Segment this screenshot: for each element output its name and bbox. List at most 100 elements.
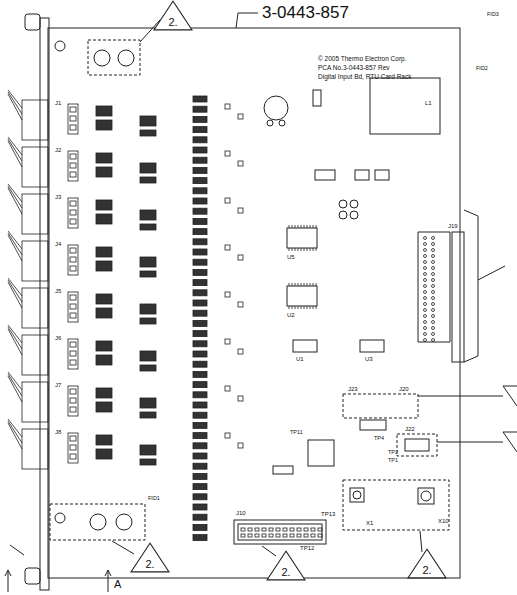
pin	[424, 267, 427, 270]
ic-pin	[289, 306, 290, 309]
smd-part	[238, 161, 243, 166]
ic-pin	[316, 225, 317, 228]
ic-pin	[304, 283, 305, 286]
reference-designator: FID1	[148, 496, 160, 502]
resistor	[193, 249, 207, 255]
switch-button	[421, 491, 431, 501]
smd-part	[225, 386, 230, 391]
reference-designator: J8	[55, 429, 61, 435]
terminal-connector	[22, 382, 48, 422]
callout-number: 2.	[266, 550, 306, 578]
ic-pin	[298, 283, 299, 286]
ic-pin	[316, 283, 317, 286]
silkscreen-text: © 2005 Thermo Electron Corp.	[318, 56, 407, 63]
reference-designator: J10	[236, 510, 246, 516]
ic-u5	[287, 228, 317, 248]
header-pin	[276, 534, 280, 537]
ic-pin	[313, 225, 314, 228]
smd-part	[238, 255, 243, 260]
reference-designator: U1	[296, 356, 304, 362]
component	[140, 318, 156, 324]
ic-pin	[316, 248, 317, 251]
component	[140, 304, 156, 314]
dashed-area	[343, 480, 449, 530]
smd-part	[225, 433, 230, 438]
dsub-shell	[464, 210, 478, 362]
component	[140, 271, 156, 277]
pin	[424, 327, 427, 330]
terminal-screw	[70, 257, 76, 262]
terminal-screw	[70, 107, 76, 112]
component	[140, 130, 156, 136]
leader-line	[8, 374, 22, 396]
header-pin	[318, 528, 322, 531]
silkscreen-text: Digital Input Bd, RTU Card Rack	[318, 74, 411, 81]
smd-part	[238, 208, 243, 213]
callout-number: 2.	[130, 542, 170, 570]
pin	[424, 261, 427, 264]
leader-line	[8, 282, 22, 308]
ic-pin	[292, 248, 293, 251]
pin	[424, 255, 427, 258]
reference-designator: U2	[287, 312, 295, 318]
pin	[432, 243, 435, 246]
pin	[424, 237, 427, 240]
header	[405, 439, 429, 451]
header-pin	[290, 534, 294, 537]
component	[140, 210, 156, 220]
ic-pin	[310, 248, 311, 251]
reference-designator: X1	[366, 520, 373, 526]
ic-pin	[316, 306, 317, 309]
resistor	[193, 178, 207, 184]
leader-line	[112, 541, 134, 554]
component	[140, 177, 156, 183]
ic	[355, 170, 369, 180]
pin	[432, 297, 435, 300]
capacitor	[264, 96, 288, 120]
leader-line	[8, 423, 22, 449]
reference-designator: FID2	[476, 66, 488, 72]
component	[96, 435, 112, 445]
reference-designator: TP2	[388, 450, 398, 456]
terminal-screw	[70, 295, 76, 300]
leader-line	[8, 137, 22, 155]
terminal-screw	[70, 313, 76, 318]
terminal-block	[68, 292, 78, 322]
resistor	[193, 341, 207, 347]
header-pin	[304, 534, 308, 537]
leader-line	[8, 233, 22, 255]
reference-designator: FID3	[487, 12, 499, 18]
component	[96, 106, 112, 116]
header-pin	[297, 528, 301, 531]
smd-part	[225, 104, 230, 109]
ic-pin	[307, 248, 308, 251]
pin	[424, 249, 427, 252]
smd-part	[238, 349, 243, 354]
view-arrow	[105, 570, 111, 592]
terminal-connector	[22, 429, 48, 469]
switch	[418, 488, 434, 504]
leader-line	[8, 421, 22, 443]
panel-ear	[25, 568, 40, 584]
resistor	[193, 269, 207, 275]
leader-line	[10, 545, 24, 555]
pin	[432, 285, 435, 288]
ic-pin	[307, 283, 308, 286]
resistor	[193, 514, 207, 520]
via	[350, 200, 358, 208]
mount-hole	[94, 50, 110, 66]
resistor	[193, 463, 207, 469]
terminal-block	[68, 386, 78, 416]
resistor	[193, 331, 207, 337]
component	[96, 167, 112, 177]
smd-part	[225, 339, 230, 344]
ic	[375, 170, 389, 180]
ic-pin	[295, 306, 296, 309]
component	[96, 402, 112, 412]
reference-designator: TP1	[388, 458, 398, 464]
terminal-screw	[70, 172, 76, 177]
component	[96, 294, 112, 304]
callout-number: 2.	[407, 548, 447, 576]
header-pin	[290, 528, 294, 531]
